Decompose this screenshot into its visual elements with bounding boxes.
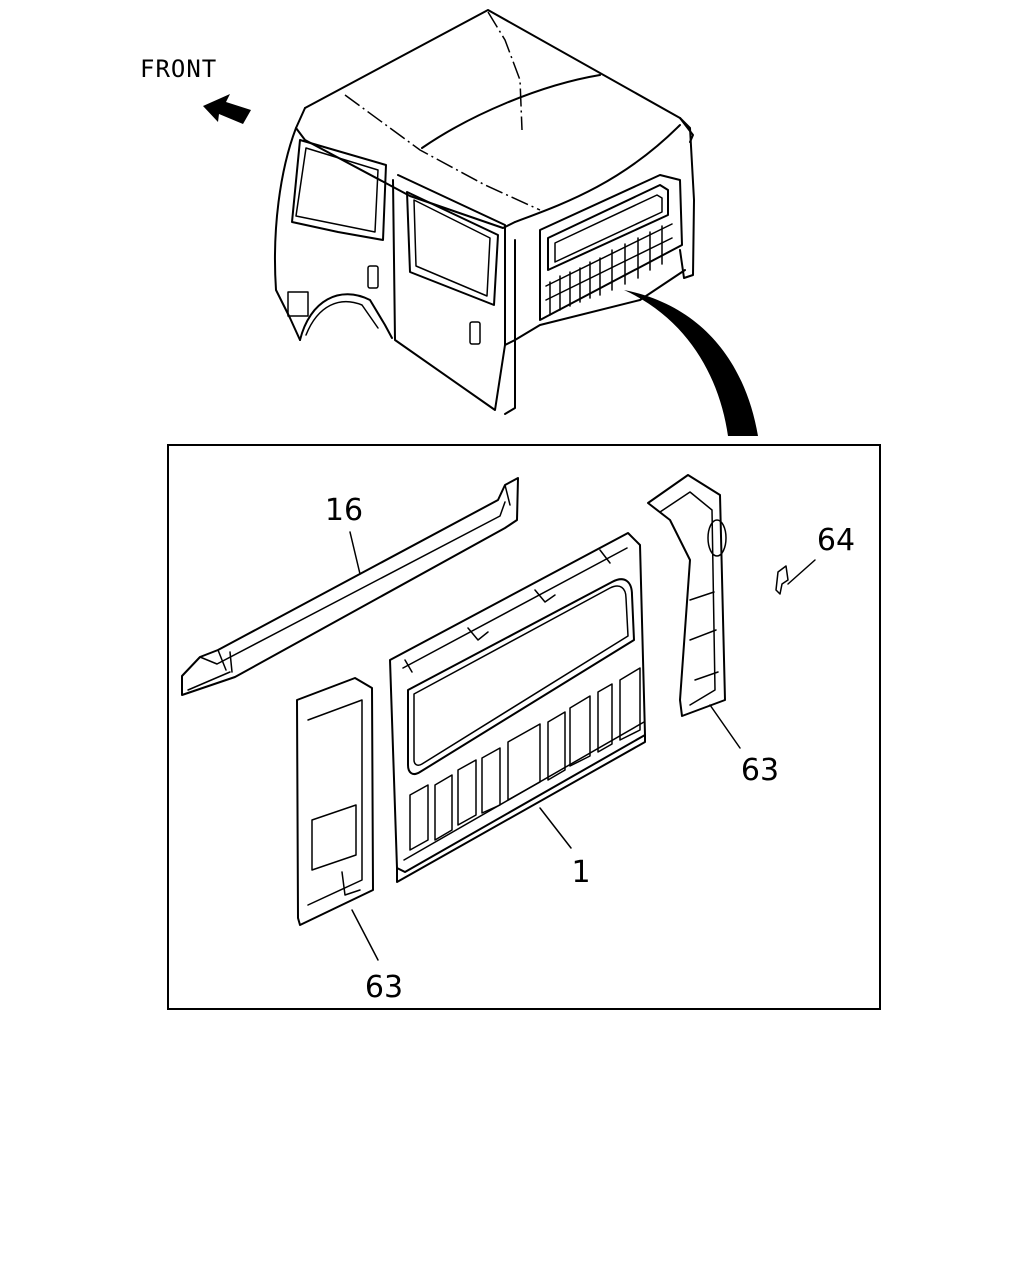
leader-lines xyxy=(349,531,816,961)
right-rear-pillar xyxy=(647,474,727,717)
back-panel xyxy=(389,532,646,883)
left-rear-pillar xyxy=(296,677,374,926)
callout-1: 1 xyxy=(571,855,590,890)
cab-overview xyxy=(273,9,695,415)
detail-frame xyxy=(167,444,881,1010)
front-label: FRONT xyxy=(140,55,217,83)
roof-rail xyxy=(181,477,519,696)
callout-63-right: 63 xyxy=(741,753,779,788)
callout-64: 64 xyxy=(817,523,855,558)
front-indicator: FRONT xyxy=(140,55,251,124)
callout-16: 16 xyxy=(325,493,363,528)
callout-63-left: 63 xyxy=(365,970,403,1005)
arrow-icon xyxy=(203,94,251,124)
clip xyxy=(775,565,789,595)
detail-pointer xyxy=(624,290,758,436)
